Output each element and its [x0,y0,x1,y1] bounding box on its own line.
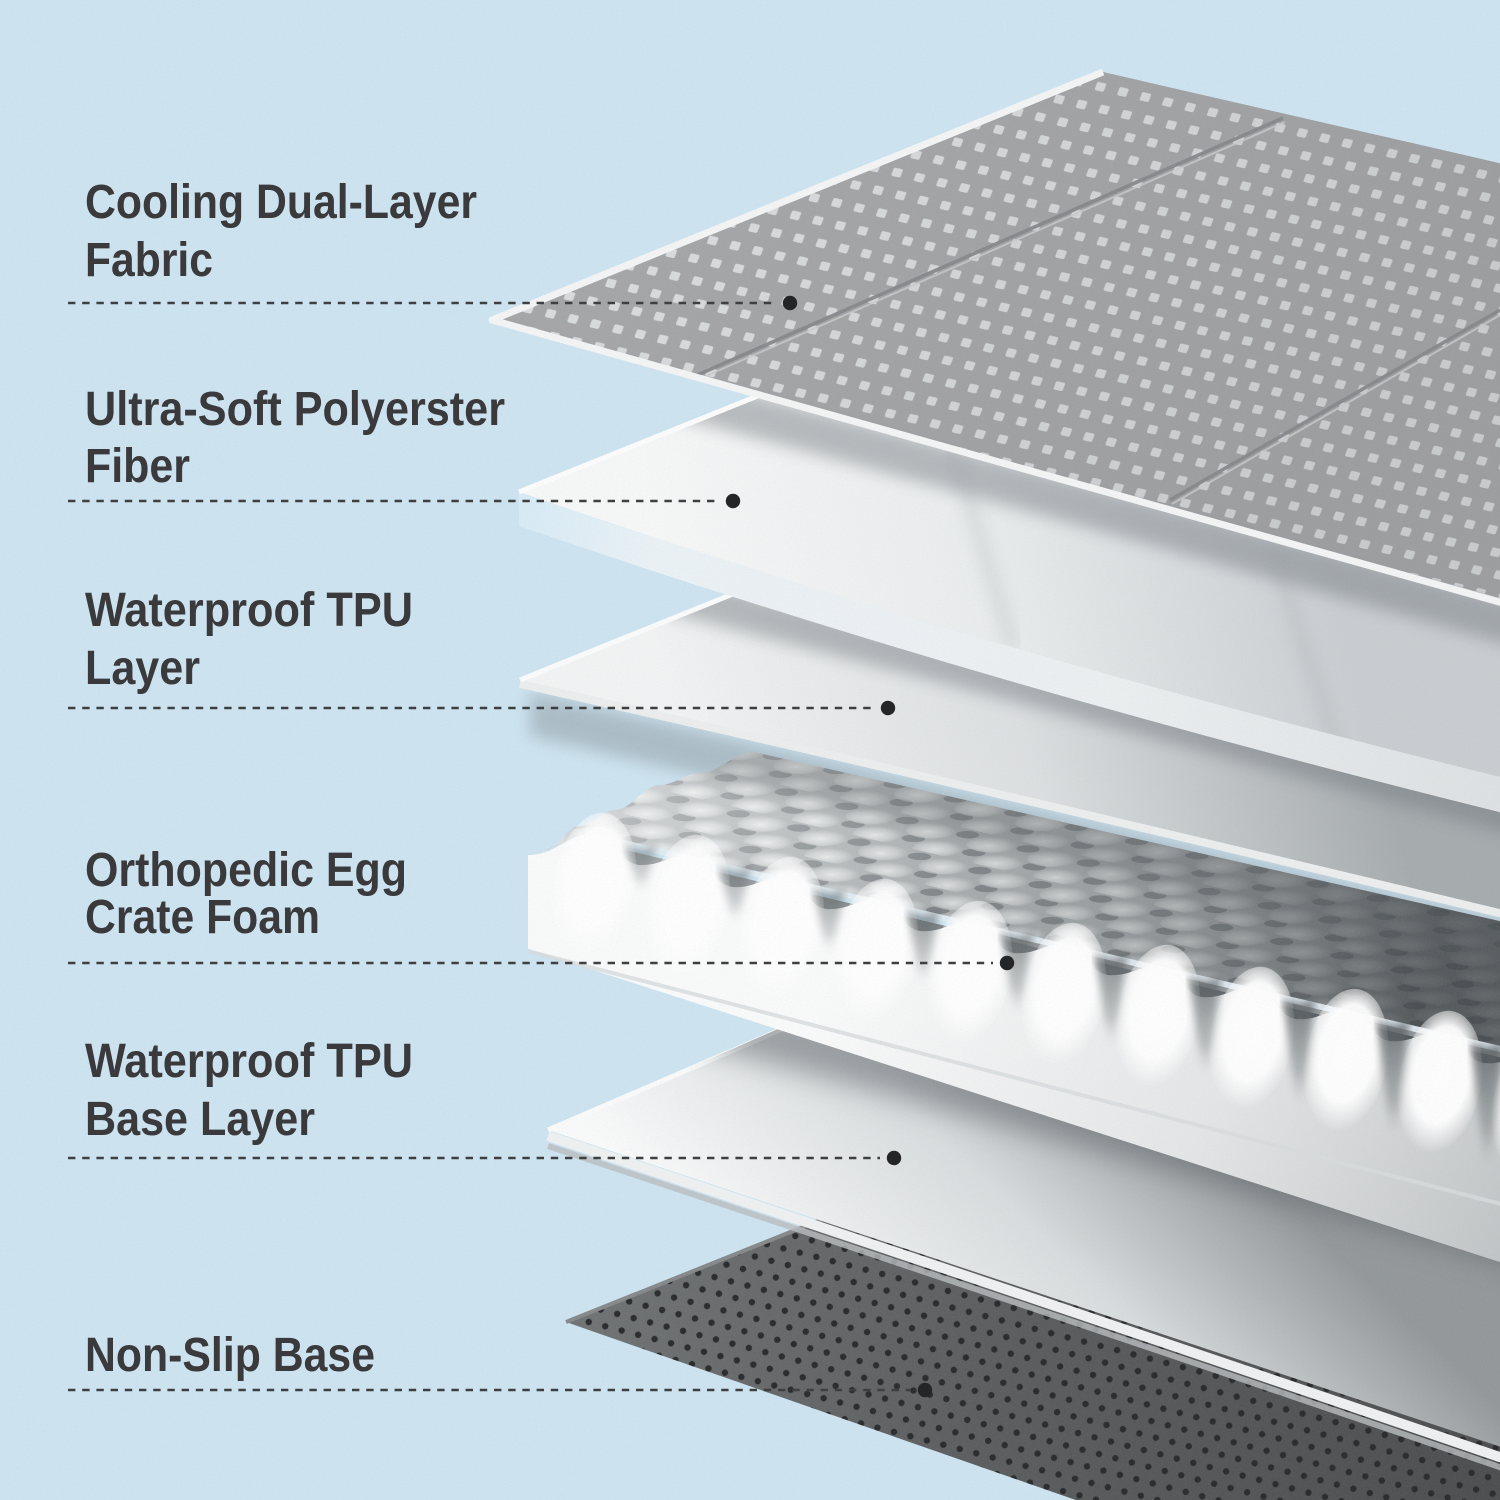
svg-text:Waterproof TPU: Waterproof TPU [85,1035,413,1088]
svg-text:Base Layer: Base Layer [85,1093,315,1146]
svg-text:Crate Foam: Crate Foam [85,891,320,944]
svg-text:Fabric: Fabric [85,234,213,287]
svg-text:Non-Slip Base: Non-Slip Base [85,1329,375,1382]
svg-text:Ultra-Soft Polyerster: Ultra-Soft Polyerster [85,383,505,436]
svg-text:Waterproof TPU: Waterproof TPU [85,584,413,637]
svg-text:Orthopedic Egg: Orthopedic Egg [85,844,407,897]
svg-text:Fiber: Fiber [85,440,190,493]
svg-text:Layer: Layer [85,642,200,695]
svg-text:Cooling Dual-Layer: Cooling Dual-Layer [85,176,477,229]
